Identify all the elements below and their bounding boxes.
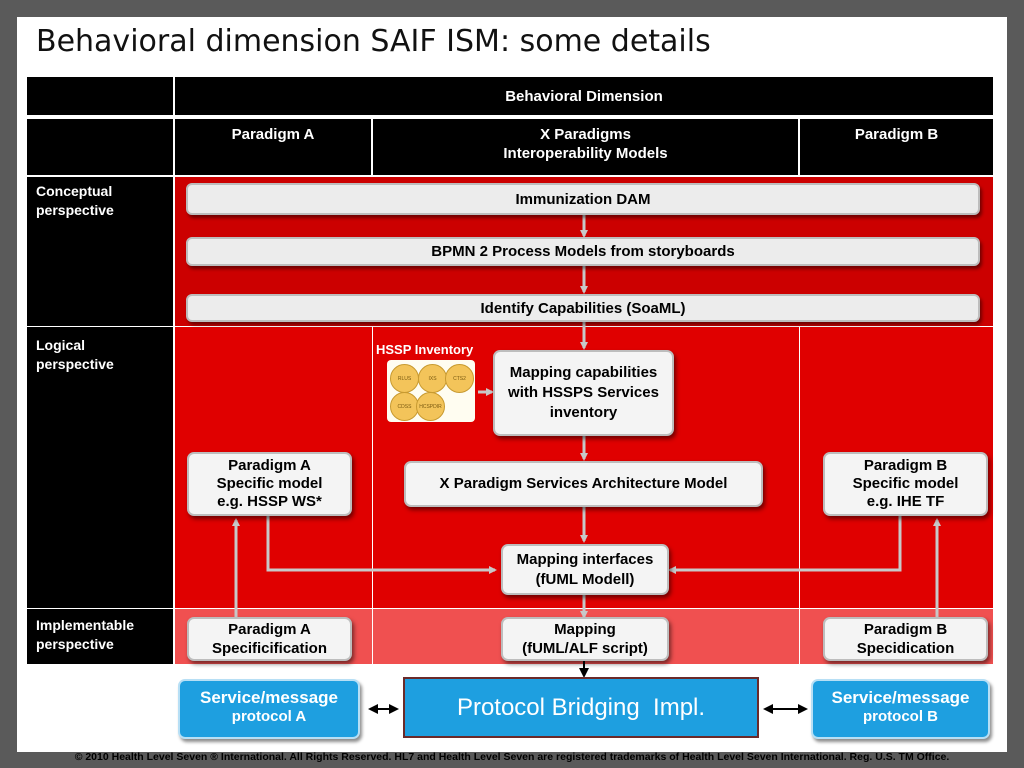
paradigm-a-model-line2: Specific model xyxy=(216,475,323,492)
service-a-line1: Service/message xyxy=(200,688,338,707)
row-logical-line2: perspective xyxy=(36,356,114,372)
mapping-capabilities-box: Mapping capabilities with HSSPS Services… xyxy=(493,350,674,436)
paradigm-a-model-line3: e.g. HSSP WS* xyxy=(217,493,322,510)
paradigm-b-model-box: Paradigm B Specific model e.g. IHE TF xyxy=(823,452,988,516)
row-logical-label: Logical perspective xyxy=(36,336,114,374)
service-b-line1: Service/message xyxy=(831,688,970,707)
service-protocol-b-box: Service/message protocol B xyxy=(811,679,990,739)
col-paradigm-a-label: Paradigm A xyxy=(231,126,315,143)
paradigm-a-spec-line2: Specificification xyxy=(211,640,328,657)
col-paradigm-b-label: Paradigm B xyxy=(854,126,939,143)
header-dimension-label: Behavioral Dimension xyxy=(505,87,663,105)
mapping-alf-line2: (fUML/ALF script) xyxy=(522,640,648,657)
hssp-item-hcspdir: HCSPDIR xyxy=(416,392,445,421)
row-implementable-label: Implementable perspective xyxy=(36,616,134,654)
hssp-item-rlus: RLUS xyxy=(390,364,419,393)
mapping-alf-box: Mapping (fUML/ALF script) xyxy=(501,617,669,661)
hssp-item-cdss: CDSS xyxy=(390,392,419,421)
row-divider-1 xyxy=(27,326,173,327)
mapping-caps-line1: Mapping capabilities xyxy=(509,364,658,381)
protocol-bridging-label: Protocol Bridging Impl. xyxy=(456,693,706,721)
row-implementable-line1: Implementable xyxy=(36,617,135,633)
row-logical-line1: Logical xyxy=(36,337,86,353)
row-label-column xyxy=(27,177,173,664)
mapping-caps-line3: inventory xyxy=(549,404,618,421)
service-a-line2: protocol A xyxy=(231,708,307,725)
mapping-interfaces-box: Mapping interfaces (fUML Modell) xyxy=(501,544,669,595)
slide-title: Behavioral dimension SAIF ISM: some deta… xyxy=(36,24,711,59)
paradigm-b-model-line3: e.g. IHE TF xyxy=(866,493,945,510)
immunization-dam-box: Immunization DAM xyxy=(186,183,980,215)
header-col-paradigm-a: Paradigm A xyxy=(175,119,371,175)
header-corner-1 xyxy=(27,77,173,115)
protocol-bridging-box: Protocol Bridging Impl. xyxy=(403,677,759,738)
hssp-item-cts2: CTS2 xyxy=(445,364,474,393)
x-paradigm-architecture-box: X Paradigm Services Architecture Model xyxy=(404,461,763,507)
col-x-paradigms-line2: Interoperability Models xyxy=(503,145,668,162)
col-divider-a xyxy=(372,327,373,664)
paradigm-b-model-line2: Specific model xyxy=(852,475,959,492)
paradigm-b-spec-box: Paradigm B Specidication xyxy=(823,617,988,661)
header-col-paradigm-b: Paradigm B xyxy=(800,119,993,175)
paradigm-b-model-line1: Paradigm B xyxy=(863,457,948,474)
x-arch-label: X Paradigm Services Architecture Model xyxy=(439,475,728,492)
col-x-paradigms-line1: X Paradigms xyxy=(540,126,631,143)
mapping-ifaces-line1: Mapping interfaces xyxy=(516,550,654,568)
row-implementable-line2: perspective xyxy=(36,636,114,652)
immunization-dam-label: Immunization DAM xyxy=(515,190,651,208)
bpmn-label: BPMN 2 Process Models from storyboards xyxy=(431,243,735,260)
identify-capabilities-label: Identify Capabilities (SoaML) xyxy=(480,299,686,317)
hssp-inventory-image: RLUS IXS CTS2 CDSS HCSPDIR xyxy=(387,360,475,422)
header-dimension: Behavioral Dimension xyxy=(175,77,993,115)
paradigm-b-spec-line2: Specidication xyxy=(856,640,955,657)
service-b-line2: protocol B xyxy=(863,708,938,725)
identify-capabilities-box: Identify Capabilities (SoaML) xyxy=(186,294,980,322)
paradigm-a-spec-line1: Paradigm A xyxy=(228,621,311,638)
mapping-caps-line2: with HSSPS Services xyxy=(508,384,659,401)
copyright-footer: © 2010 Health Level Seven ® Internationa… xyxy=(74,751,950,763)
hssp-item-ixs: IXS xyxy=(418,364,447,393)
paradigm-a-model-box: Paradigm A Specific model e.g. HSSP WS* xyxy=(187,452,352,516)
paradigm-a-model-line1: Paradigm A xyxy=(228,457,311,474)
header-corner-2 xyxy=(27,119,173,175)
paradigm-b-spec-line1: Paradigm B xyxy=(863,621,948,638)
mapping-alf-line1: Mapping xyxy=(554,621,616,638)
row-conceptual-label: Conceptual perspective xyxy=(36,182,114,220)
service-protocol-a-box: Service/message protocol A xyxy=(178,679,360,739)
row-divider-2 xyxy=(27,608,173,609)
bpmn-process-models-box: BPMN 2 Process Models from storyboards xyxy=(186,237,980,266)
col-divider-b xyxy=(799,327,800,664)
row-conceptual-line1: Conceptual xyxy=(36,183,113,199)
header-col-x-paradigms: X Paradigms Interoperability Models xyxy=(373,119,798,175)
row-conceptual-line2: perspective xyxy=(36,202,114,218)
mapping-ifaces-line2: (fUML Modell) xyxy=(535,570,635,588)
paradigm-a-spec-box: Paradigm A Specificification xyxy=(187,617,352,661)
hssp-inventory-label: HSSP Inventory xyxy=(376,342,474,357)
